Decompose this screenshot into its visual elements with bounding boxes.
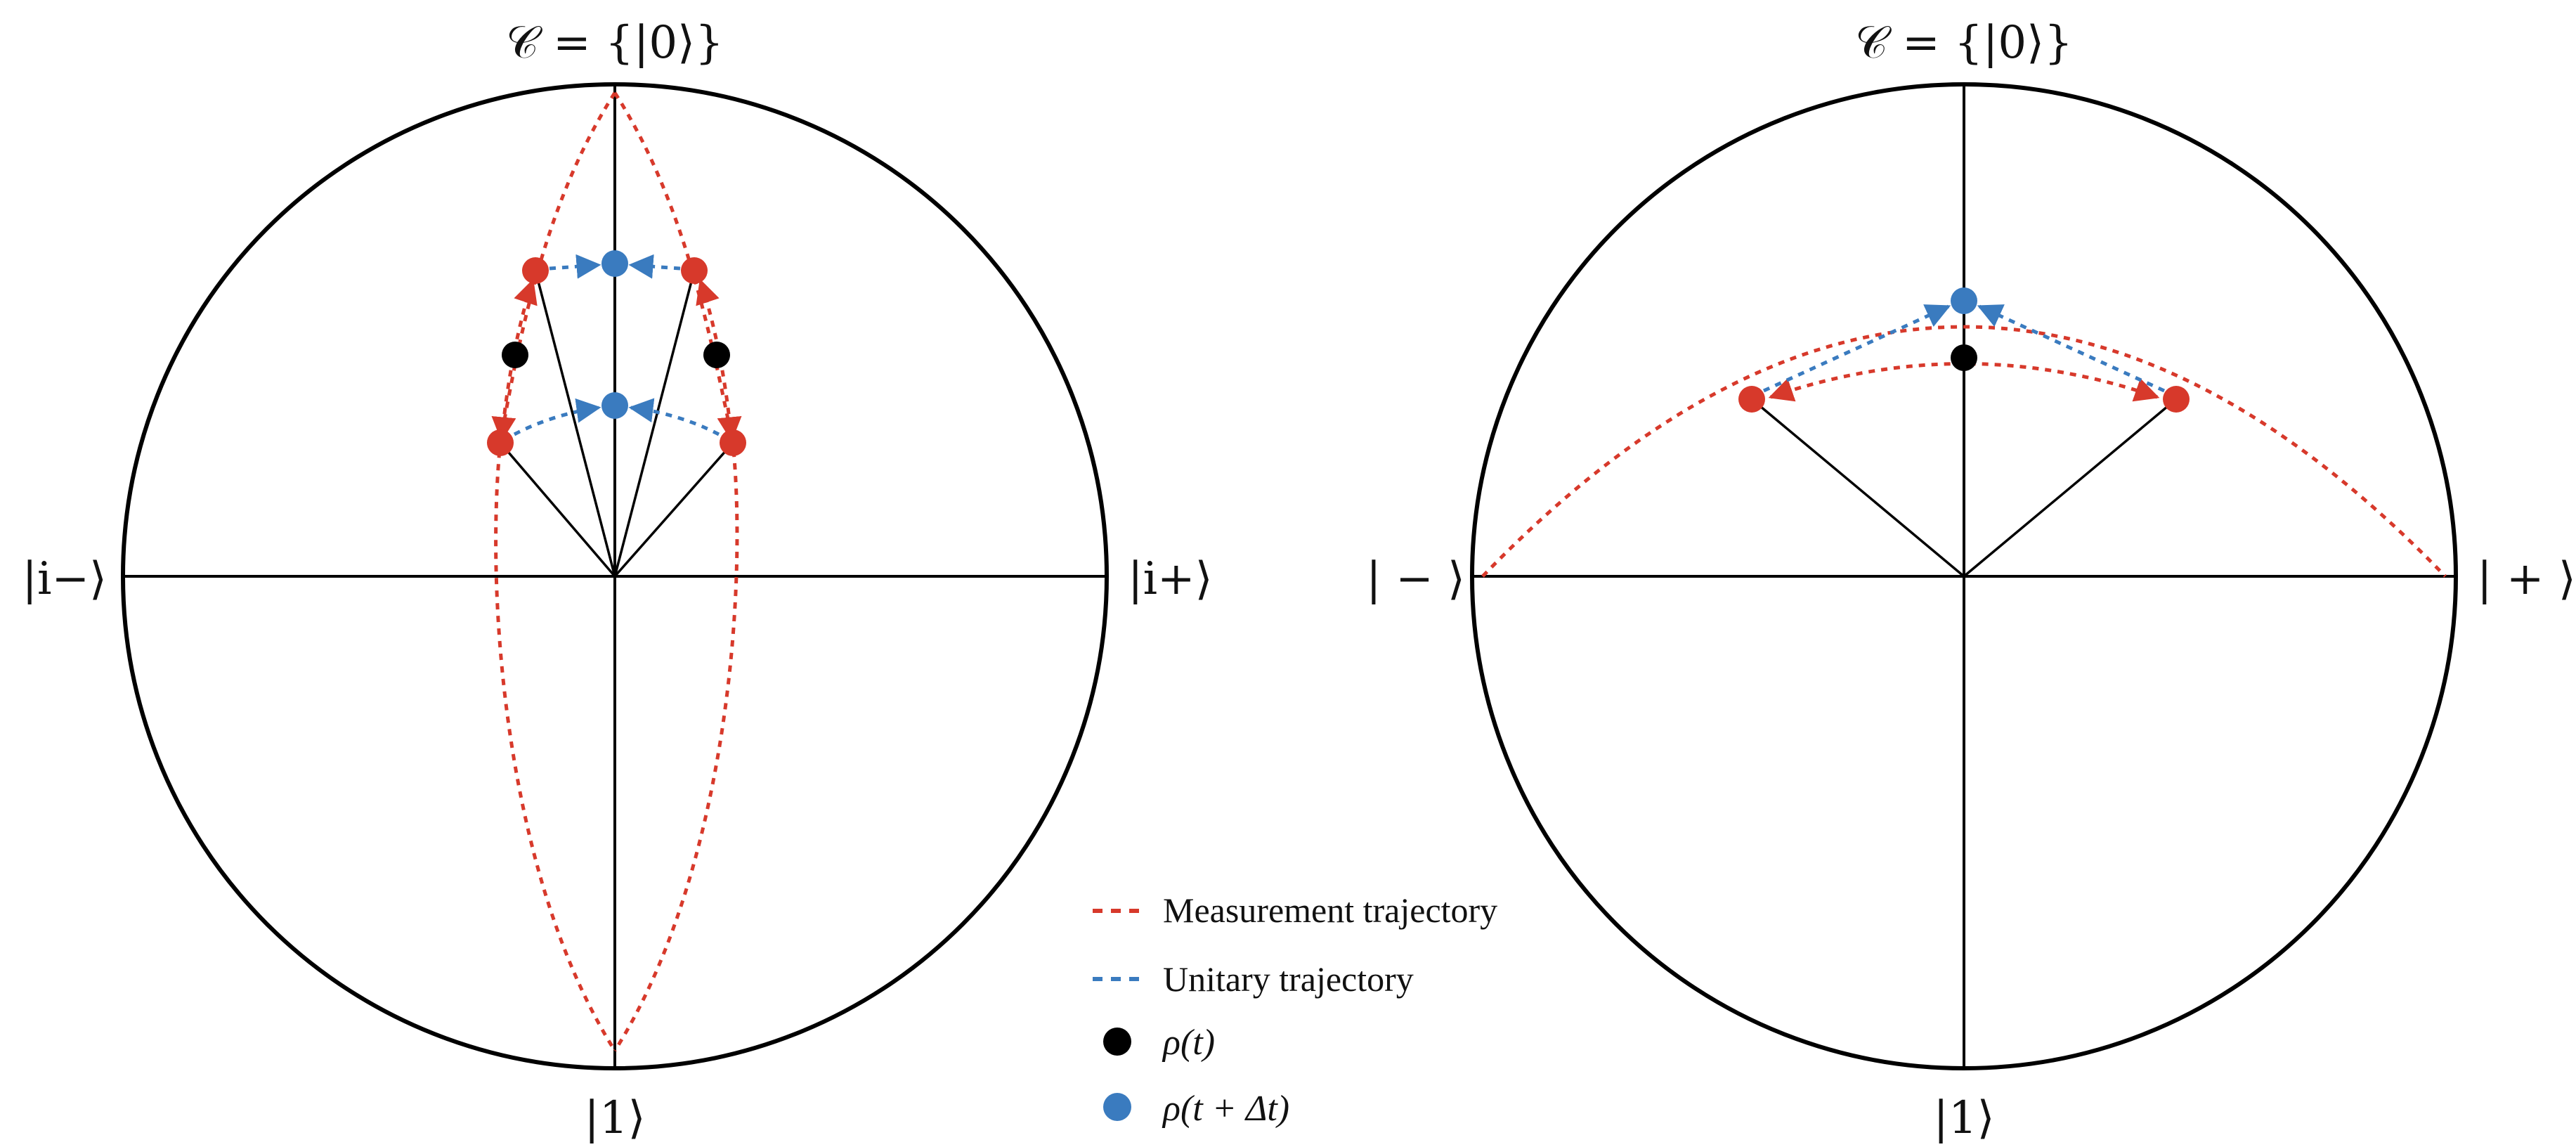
left-unitary-trajectory xyxy=(549,254,601,279)
right-measurement-trajectory xyxy=(1481,325,2447,578)
left-state-point xyxy=(502,342,528,368)
right-unitary-trajectory xyxy=(1977,304,2166,393)
left-ray xyxy=(499,441,616,578)
left-unitary-trajectory xyxy=(513,398,601,436)
right-evolved-point xyxy=(1951,287,1977,314)
left-ray xyxy=(613,270,696,577)
left-measurement-trajectory xyxy=(613,91,739,1052)
legend-evolved-state-label: ρ(t + Δt) xyxy=(1162,1089,1289,1129)
right-label-right: | + ⟩ xyxy=(2477,553,2576,605)
right-label-top: 𝒞 = {|0⟩} xyxy=(1855,17,2073,69)
right-unitary-trajectory xyxy=(1762,304,1951,393)
legend: Measurement trajectory Unitary trajector… xyxy=(1093,890,1497,1129)
left-measurement-point xyxy=(487,429,514,456)
left-label-left: |i−⟩ xyxy=(22,553,107,605)
left-measurement-arrow xyxy=(491,278,538,442)
left-measurement-trajectory xyxy=(494,91,617,1052)
left-unitary-trajectory xyxy=(628,254,681,279)
right-ray xyxy=(1963,398,2178,578)
right-bloch-circle-group: 𝒞 = {|0⟩} |1⟩ | − ⟩ | + ⟩ xyxy=(1366,17,2576,1144)
left-measurement-arrow xyxy=(696,278,742,442)
left-label-top: 𝒞 = {|0⟩} xyxy=(506,17,724,69)
left-bloch-circle-group: 𝒞 = {|0⟩} |1⟩ |i−⟩ |i+⟩ xyxy=(22,17,1212,1144)
legend-state-label: ρ(t) xyxy=(1162,1023,1215,1063)
left-measurement-point xyxy=(720,429,746,456)
left-unitary-trajectory xyxy=(628,398,720,436)
legend-unitary-label: Unitary trajectory xyxy=(1163,959,1414,999)
right-label-bottom: |1⟩ xyxy=(1933,1092,1994,1144)
left-evolved-point xyxy=(601,250,628,277)
right-label-left: | − ⟩ xyxy=(1366,553,1465,605)
legend-evolved-state-swatch xyxy=(1103,1093,1131,1121)
left-measurement-point xyxy=(681,257,708,284)
right-measurement-point xyxy=(2163,386,2190,413)
right-ray xyxy=(1750,398,1965,578)
left-ray xyxy=(534,270,616,577)
right-measurement-point xyxy=(1738,386,1765,413)
left-state-point xyxy=(703,342,730,368)
legend-state-swatch xyxy=(1103,1028,1131,1056)
right-state-point xyxy=(1951,344,1977,371)
legend-measurement-label: Measurement trajectory xyxy=(1163,890,1497,930)
left-measurement-point xyxy=(522,257,549,284)
right-measurement-arrow xyxy=(1768,362,2160,402)
left-label-bottom: |1⟩ xyxy=(584,1092,645,1144)
left-label-right: |i+⟩ xyxy=(1128,553,1213,605)
left-evolved-point xyxy=(601,392,628,419)
left-ray xyxy=(613,441,734,578)
